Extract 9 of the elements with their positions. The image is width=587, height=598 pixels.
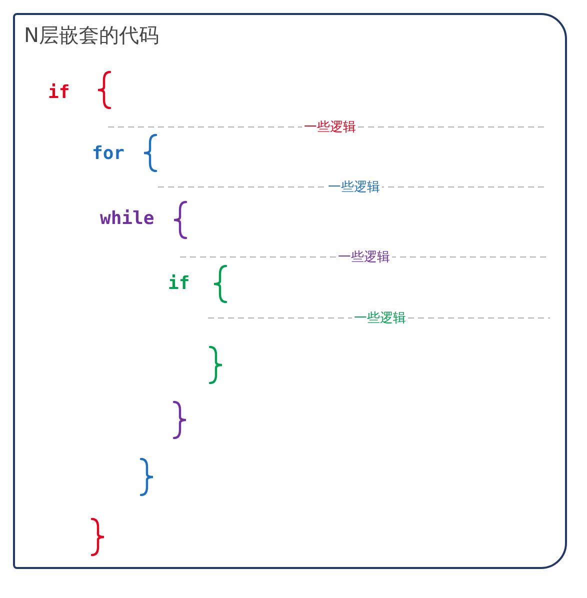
logic-label: 一些逻辑	[352, 309, 408, 327]
logic-label: 一些逻辑	[302, 118, 358, 136]
code-keyword: if	[168, 273, 190, 294]
code-keyword: while	[100, 208, 154, 229]
code-keyword: for	[92, 143, 125, 164]
logic-label: 一些逻辑	[336, 248, 392, 266]
logic-label: 一些逻辑	[326, 178, 382, 196]
title: N层嵌套的代码	[24, 22, 159, 49]
code-keyword: if	[48, 82, 70, 103]
